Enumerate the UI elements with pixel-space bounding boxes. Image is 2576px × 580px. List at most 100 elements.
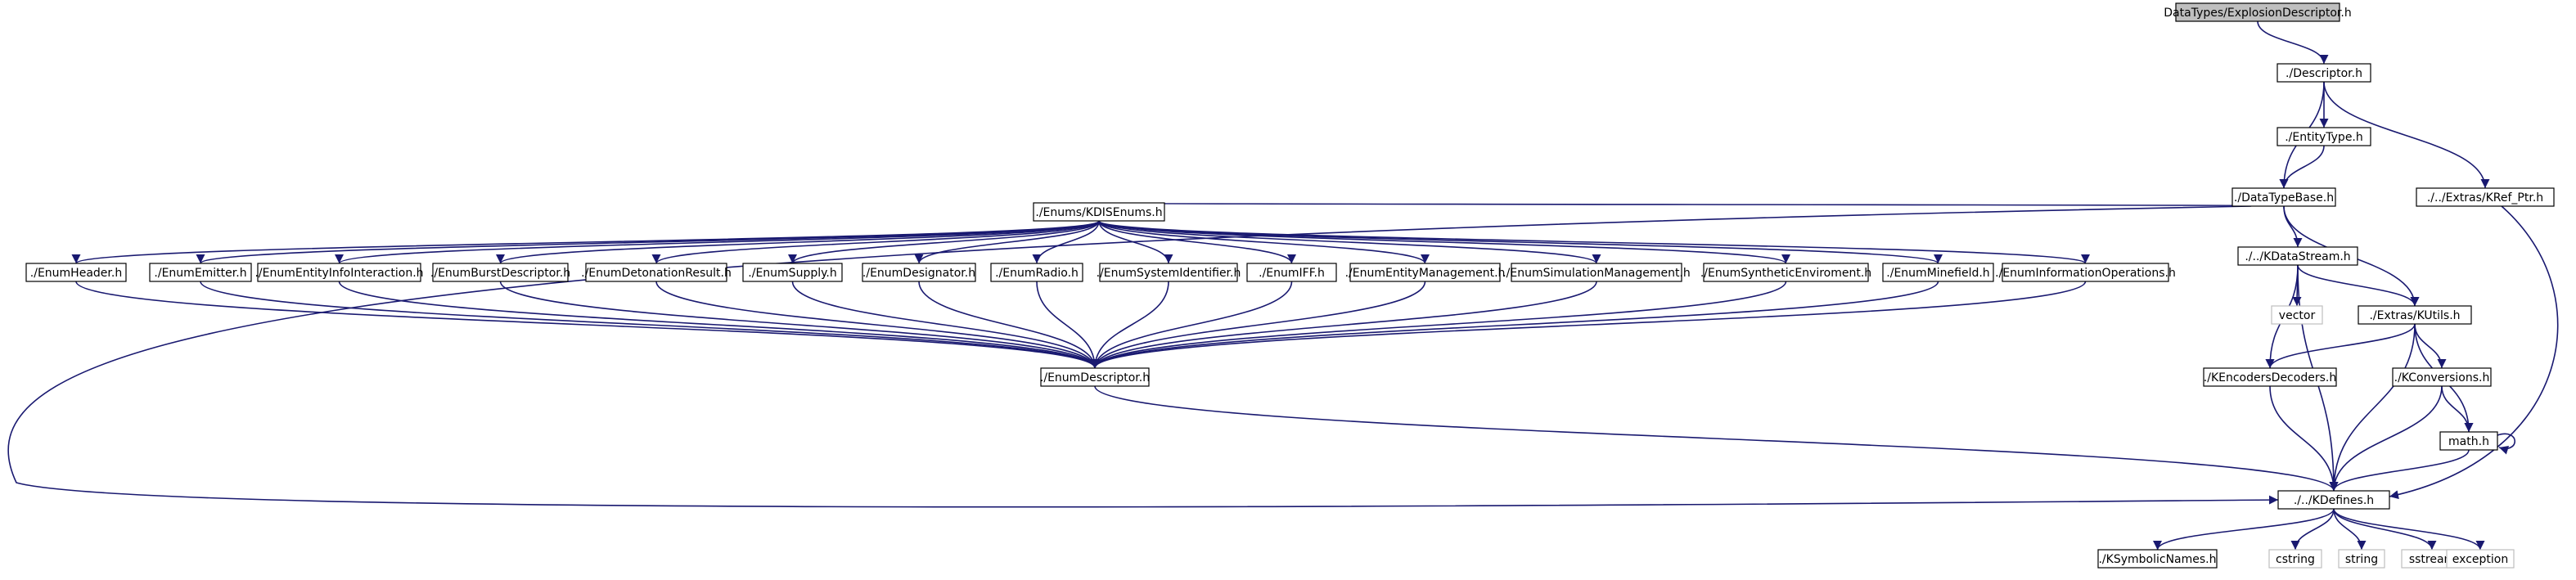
node-enumsynthetic[interactable]: ./EnumSyntheticEnviroment.h (1700, 263, 1871, 282)
node-box-entitytype (2277, 127, 2371, 146)
node-label-kencoders: ./KEncodersDecoders.h (2204, 371, 2336, 384)
node-box-kdefines (2277, 490, 2390, 510)
node-label-kconversions: ./KConversions.h (2394, 371, 2490, 384)
edge-kdisenums-to-enuminfoops (1098, 220, 2090, 264)
edge-kdisenums-to-enumsynthetic (1098, 220, 1790, 264)
edge-kdisenums-to-enumiff (1098, 220, 1296, 264)
node-enumdetonation[interactable]: ./EnumDetonationResult.h (581, 263, 732, 282)
node-box-ksymbolic (2097, 549, 2218, 569)
node-box-cstring (2268, 549, 2322, 569)
node-label-kdefines: ./../KDefines.h (2294, 494, 2374, 507)
node-exception: exception (2446, 549, 2515, 569)
node-vector: vector (2271, 305, 2323, 325)
node-datatypebase[interactable]: ./DataTypeBase.h (2231, 187, 2336, 207)
node-label-enumradio: ./EnumRadio.h (995, 267, 1079, 280)
node-enumemitter[interactable]: ./EnumEmitter.h (149, 263, 252, 282)
node-label-enumentitymgmt: ./EnumEntityManagement.h (1345, 267, 1506, 280)
node-label-math: math.h (2448, 435, 2489, 448)
edge-kdefines-to-string (2333, 508, 2367, 551)
edge-enumdesignator-to-enumdescriptor (918, 281, 1100, 369)
node-box-enumemitter (149, 263, 252, 282)
node-kencoders[interactable]: ./KEncodersDecoders.h (2203, 367, 2337, 387)
node-kconversions[interactable]: ./KConversions.h (2392, 367, 2492, 387)
node-enumsystemid[interactable]: ./EnumSystemIdentifier.h (1097, 263, 1241, 282)
node-label-exception: exception (2452, 553, 2508, 566)
node-kref[interactable]: ./../Extras/KRef_Ptr.h (2416, 187, 2555, 207)
node-box-kdatastream (2237, 246, 2358, 266)
node-enumsupply[interactable]: ./EnumSupply.h (742, 263, 843, 282)
node-box-enumdesignator (862, 263, 976, 282)
edge-enumburst-to-enumdescriptor (499, 281, 1100, 369)
edge-enumheader-to-enumdescriptor (75, 281, 1100, 369)
node-box-kdisenums (1033, 202, 1165, 222)
edge-kdisenums-to-enumminefield (1098, 220, 1943, 264)
node-label-explosion: DataTypes/ExplosionDescriptor.h (2164, 7, 2351, 20)
edge-descriptor-to-kref (2323, 81, 2490, 189)
node-label-enumsynthetic: ./EnumSyntheticEnviroment.h (1700, 267, 1871, 280)
node-enumheader[interactable]: ./EnumHeader.h (25, 263, 127, 282)
node-box-enumentityinfo (257, 263, 421, 282)
node-box-enumdetonation (585, 263, 727, 282)
node-box-exception (2446, 549, 2515, 569)
edge-entitytype-to-datatypebase (2279, 145, 2325, 189)
edge-enumsimmgmt-to-enumdescriptor (1090, 281, 1597, 369)
node-label-kutils: ./Extras/KUtils.h (2369, 309, 2460, 322)
node-box-kencoders (2203, 367, 2337, 387)
node-kutils[interactable]: ./Extras/KUtils.h (2358, 305, 2472, 325)
node-box-kref (2416, 187, 2555, 207)
edge-kdisenums-to-enumemitter (196, 220, 1100, 264)
node-box-enumentitymgmt (1349, 263, 1501, 282)
node-label-ksymbolic: ./KSymbolicNames.h (2098, 553, 2216, 566)
edge-kdisenums-to-enumsystemid (1098, 220, 1173, 264)
node-box-enumheader (25, 263, 127, 282)
edge-kdisenums-to-enumentitymgmt (1098, 220, 1430, 264)
edge-enumsynthetic-to-enumdescriptor (1090, 281, 1787, 369)
node-box-datatypebase (2231, 187, 2336, 207)
node-box-enumsupply (742, 263, 843, 282)
node-descriptor[interactable]: ./Descriptor.h (2277, 63, 2371, 83)
node-label-entitytype: ./EntityType.h (2285, 131, 2363, 144)
node-enumdesignator[interactable]: ./EnumDesignator.h (862, 263, 976, 282)
node-label-enuminfoops: ./EnumInformationOperations.h (1995, 267, 2176, 280)
node-label-cstring: cstring (2276, 553, 2315, 566)
edge-kdefines-to-ksymbolic (2153, 508, 2335, 551)
edge-kdisenums-to-enumsimmgmt (1098, 220, 1601, 264)
node-enumminefield[interactable]: ./EnumMinefield.h (1882, 263, 1994, 282)
edge-kdefines-to-sstream (2333, 508, 2437, 551)
edge-kdisenums-to-enumradio (1032, 220, 1100, 264)
node-enumsimmgmt[interactable]: ./EnumSimulationManagement.h (1502, 263, 1691, 282)
node-enumburst[interactable]: ./EnumBurstDescriptor.h (430, 263, 570, 282)
node-cstring: cstring (2268, 549, 2322, 569)
node-enuminfoops[interactable]: ./EnumInformationOperations.h (1995, 263, 2176, 282)
node-enumradio[interactable]: ./EnumRadio.h (990, 263, 1083, 282)
node-math[interactable]: math.h (2439, 431, 2498, 451)
node-ksymbolic[interactable]: ./KSymbolicNames.h (2097, 549, 2218, 569)
node-label-string: string (2345, 553, 2378, 566)
node-box-kutils (2358, 305, 2472, 325)
node-label-kdatastream: ./../KDataStream.h (2245, 250, 2350, 263)
node-enumentitymgmt[interactable]: ./EnumEntityManagement.h (1345, 263, 1506, 282)
node-box-string (2338, 549, 2385, 569)
node-enumentityinfo[interactable]: ./EnumEntityInfoInteraction.h (254, 263, 424, 282)
edge-enumsupply-to-enumdescriptor (791, 281, 1100, 369)
edge-enumdetonation-to-enumdescriptor (655, 281, 1100, 369)
node-kdefines[interactable]: ./../KDefines.h (2277, 490, 2390, 510)
node-enumdescriptor[interactable]: ./EnumDescriptor.h (1040, 367, 1150, 387)
node-box-descriptor (2277, 63, 2371, 83)
node-label-descriptor: ./Descriptor.h (2286, 67, 2362, 80)
node-label-enumiff: ./EnumIFF.h (1259, 267, 1325, 280)
edge-kdefines-to-exception (2333, 508, 2485, 551)
node-kdatastream[interactable]: ./../KDataStream.h (2237, 246, 2358, 266)
edge-kencoders-to-kdefines (2269, 385, 2339, 492)
node-kdisenums[interactable]: ./Enums/KDISEnums.h (1033, 202, 1165, 222)
node-enumiff[interactable]: ./EnumIFF.h (1246, 263, 1337, 282)
node-box-kconversions (2392, 367, 2492, 387)
edge-kdisenums-to-enumburst (496, 220, 1100, 264)
node-label-enumdescriptor: ./EnumDescriptor.h (1040, 371, 1150, 384)
edge-math-to-kdefines (2329, 449, 2470, 492)
node-entitytype[interactable]: ./EntityType.h (2277, 127, 2371, 146)
node-explosion[interactable]: DataTypes/ExplosionDescriptor.h (2164, 2, 2352, 22)
node-label-datatypebase: ./DataTypeBase.h (2234, 191, 2334, 205)
node-box-vector (2271, 305, 2323, 325)
edge-enuminfoops-to-enumdescriptor (1090, 281, 2087, 369)
